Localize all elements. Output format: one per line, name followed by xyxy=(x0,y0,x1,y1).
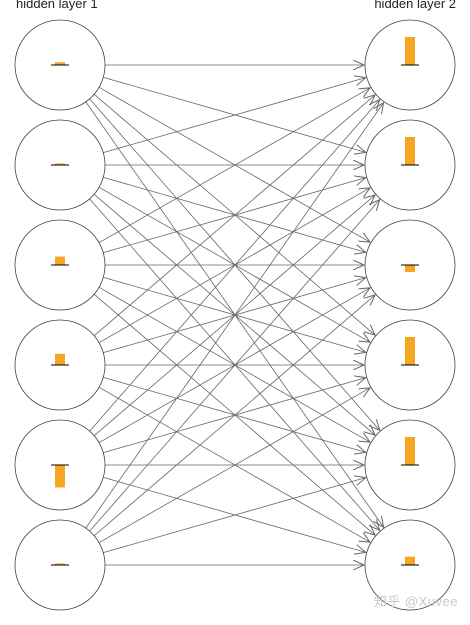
edge-l1n3-l2n1 xyxy=(98,88,370,244)
activation-bar xyxy=(55,163,65,165)
activation-bar xyxy=(405,337,415,365)
activation-bar xyxy=(55,62,65,65)
activation-bar xyxy=(55,563,65,565)
edge-l1n5-l2n1 xyxy=(89,100,380,432)
neuron-l1-n5 xyxy=(14,419,106,511)
edge-l1n6-l2n5 xyxy=(103,478,366,554)
connections xyxy=(85,65,384,565)
activation-bar xyxy=(405,265,415,272)
edge-l1n6-l2n4 xyxy=(98,388,370,544)
activation-bar xyxy=(55,256,65,265)
neuron-l2-n6 xyxy=(364,519,456,611)
edge-l1n2-l2n1 xyxy=(103,78,366,154)
activation-bar xyxy=(405,437,415,465)
layer-2-title: hidden layer 2 xyxy=(374,0,456,11)
neuron-l1-n6 xyxy=(14,519,106,611)
activation-bar xyxy=(55,465,65,488)
activation-bar xyxy=(405,137,415,165)
neuron-l2-n3 xyxy=(364,219,456,311)
neuron-l1-n3 xyxy=(14,219,106,311)
activation-bar xyxy=(405,37,415,65)
activation-bar xyxy=(55,353,65,365)
neuron-l1-n2 xyxy=(14,119,106,211)
neuron-l2-n1 xyxy=(364,19,456,111)
edge-l1n6-l2n3 xyxy=(93,295,375,537)
neuron-l2-n2 xyxy=(364,119,456,211)
neuron-l2-n5 xyxy=(364,419,456,511)
edge-l1n6-l2n1 xyxy=(85,103,384,529)
layer-1-title: hidden layer 1 xyxy=(16,0,98,11)
activation-bar xyxy=(405,556,415,565)
edge-l1n6-l2n2 xyxy=(89,200,380,532)
neuron-l1-n4 xyxy=(14,319,106,411)
neurons xyxy=(14,19,456,611)
edge-l1n4-l2n1 xyxy=(93,95,375,337)
watermark: 知乎 @Xuvee xyxy=(373,594,458,609)
neuron-l1-n1 xyxy=(14,19,106,111)
neuron-l2-n4 xyxy=(364,319,456,411)
